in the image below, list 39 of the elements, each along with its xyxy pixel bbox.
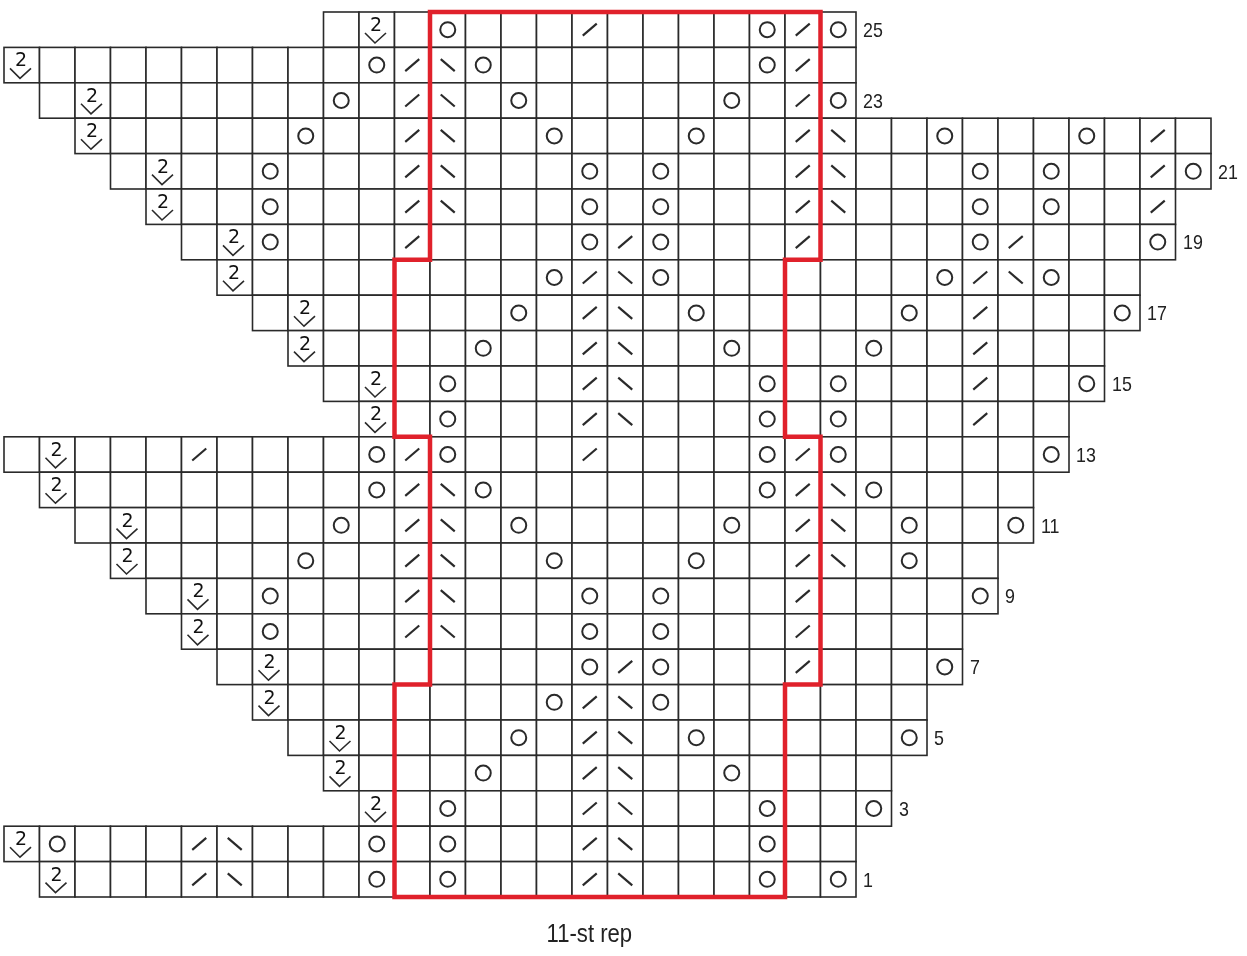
repeat-label: 11-st rep [546, 918, 633, 948]
stitch-count: 2 [15, 828, 28, 849]
stitch-count: 2 [334, 757, 347, 778]
stitch-count: 2 [228, 226, 241, 247]
row-number: 9 [1005, 584, 1015, 609]
stitch-count: 2 [370, 14, 383, 34]
stitch-count: 2 [263, 651, 276, 672]
stitch-count: 2 [86, 120, 99, 141]
stitch-count: 2 [370, 403, 383, 424]
row-number: 17 [1147, 301, 1167, 326]
row-number: 13 [1076, 442, 1096, 467]
stitch-count: 2 [370, 368, 383, 388]
stitch-count: 2 [121, 545, 134, 565]
stitch-count: 2 [157, 191, 170, 211]
row-number: 15 [1111, 372, 1132, 396]
stitch-count: 2 [370, 792, 383, 813]
stitch-count: 2 [157, 155, 170, 176]
stitch-count: 2 [50, 863, 63, 884]
stitch-count: 2 [192, 615, 205, 636]
stitch-count: 2 [192, 580, 205, 601]
row-number: 7 [969, 655, 980, 680]
stitch-count: 2 [50, 474, 63, 495]
row-number: 21 [1218, 159, 1238, 184]
row-number: 11 [1040, 513, 1060, 538]
stitch-count: 2 [15, 49, 28, 70]
row-number: 1 [863, 867, 873, 892]
row-number: 23 [863, 88, 883, 113]
stitch-count: 2 [263, 686, 276, 707]
row-number: 25 [863, 18, 883, 42]
stitch-count: 2 [299, 297, 312, 318]
stitch-count: 2 [121, 509, 134, 530]
row-number: 19 [1182, 230, 1203, 255]
stitch-count: 2 [50, 438, 63, 459]
row-number: 3 [898, 796, 909, 821]
stitch-count: 2 [86, 84, 99, 105]
stitch-count: 2 [299, 332, 312, 353]
row-number: 5 [934, 726, 944, 750]
stitch-count: 2 [334, 722, 347, 742]
stitch-count: 2 [228, 261, 241, 282]
